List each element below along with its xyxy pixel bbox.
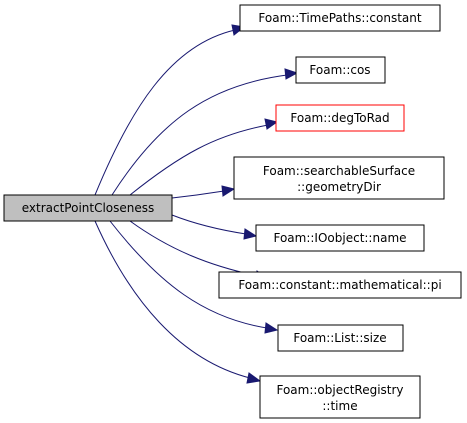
node-timepaths-constant[interactable]: Foam::TimePaths::constant (239, 4, 441, 32)
node-label-geometrydir-line2: ::geometryDir (297, 180, 381, 194)
node-degtorad[interactable]: Foam::degToRad (275, 104, 405, 132)
edge-to-geometrydir (171, 190, 225, 199)
edge-to-list-size (109, 220, 268, 329)
node-box-ioobject-name (255, 224, 425, 252)
arrowhead-degtorad (264, 118, 279, 130)
node-box-degtorad (275, 104, 405, 132)
edge-to-cos (111, 74, 288, 196)
edge-to-objectregistry-time (94, 220, 251, 379)
node-label-objectregistry-time-line2: ::time (322, 399, 357, 413)
node-box-timepaths-constant (239, 4, 441, 32)
node-extractpointcloseness[interactable]: extractPointCloseness (3, 194, 173, 222)
node-mathematical-pi[interactable]: Foam::constant::mathematical::pi (218, 271, 462, 299)
node-ioobject-name[interactable]: Foam::IOobject::name (255, 224, 425, 252)
edge-to-degtorad (129, 124, 269, 196)
edge-to-timepaths-constant (94, 29, 236, 196)
node-label-cos: Foam::cos (309, 63, 370, 77)
node-label-mathematical-pi: Foam::constant::mathematical::pi (238, 278, 441, 292)
node-label-timepaths-constant: Foam::TimePaths::constant (258, 11, 421, 25)
node-label-geometrydir-line1: Foam::searchableSurface (263, 164, 415, 178)
node-label-root: extractPointCloseness (22, 201, 155, 215)
node-box-list-size (277, 324, 404, 352)
node-label-objectregistry-time-line1: Foam::objectRegistry (276, 383, 403, 397)
node-label-list-size: Foam::List::size (293, 331, 386, 345)
node-box-cos (295, 56, 386, 84)
node-cos[interactable]: Foam::cos (295, 56, 386, 84)
arrowhead-geometrydir (221, 185, 236, 197)
node-box-mathematical-pi (218, 271, 462, 299)
node-objectregistry-time[interactable]: Foam::objectRegistry ::time (259, 375, 421, 419)
arrowhead-list-size (264, 322, 279, 334)
node-box-root (3, 194, 173, 222)
node-box-objectregistry-time (259, 375, 421, 419)
node-label-degtorad: Foam::degToRad (290, 111, 389, 125)
node-label-ioobject-name: Foam::IOobject::name (273, 231, 406, 245)
arrowhead-objectregistry-time (246, 372, 262, 384)
edge-to-ioobject-name (171, 214, 247, 235)
node-list-size[interactable]: Foam::List::size (277, 324, 404, 352)
arrowhead-ioobject-name (243, 228, 258, 240)
node-searchablesurface-geometrydir[interactable]: Foam::searchableSurface ::geometryDir (233, 156, 445, 200)
edge-to-mathematical-pi (129, 220, 259, 277)
arrowhead-cos (284, 68, 299, 80)
node-box-geometrydir (233, 156, 445, 200)
